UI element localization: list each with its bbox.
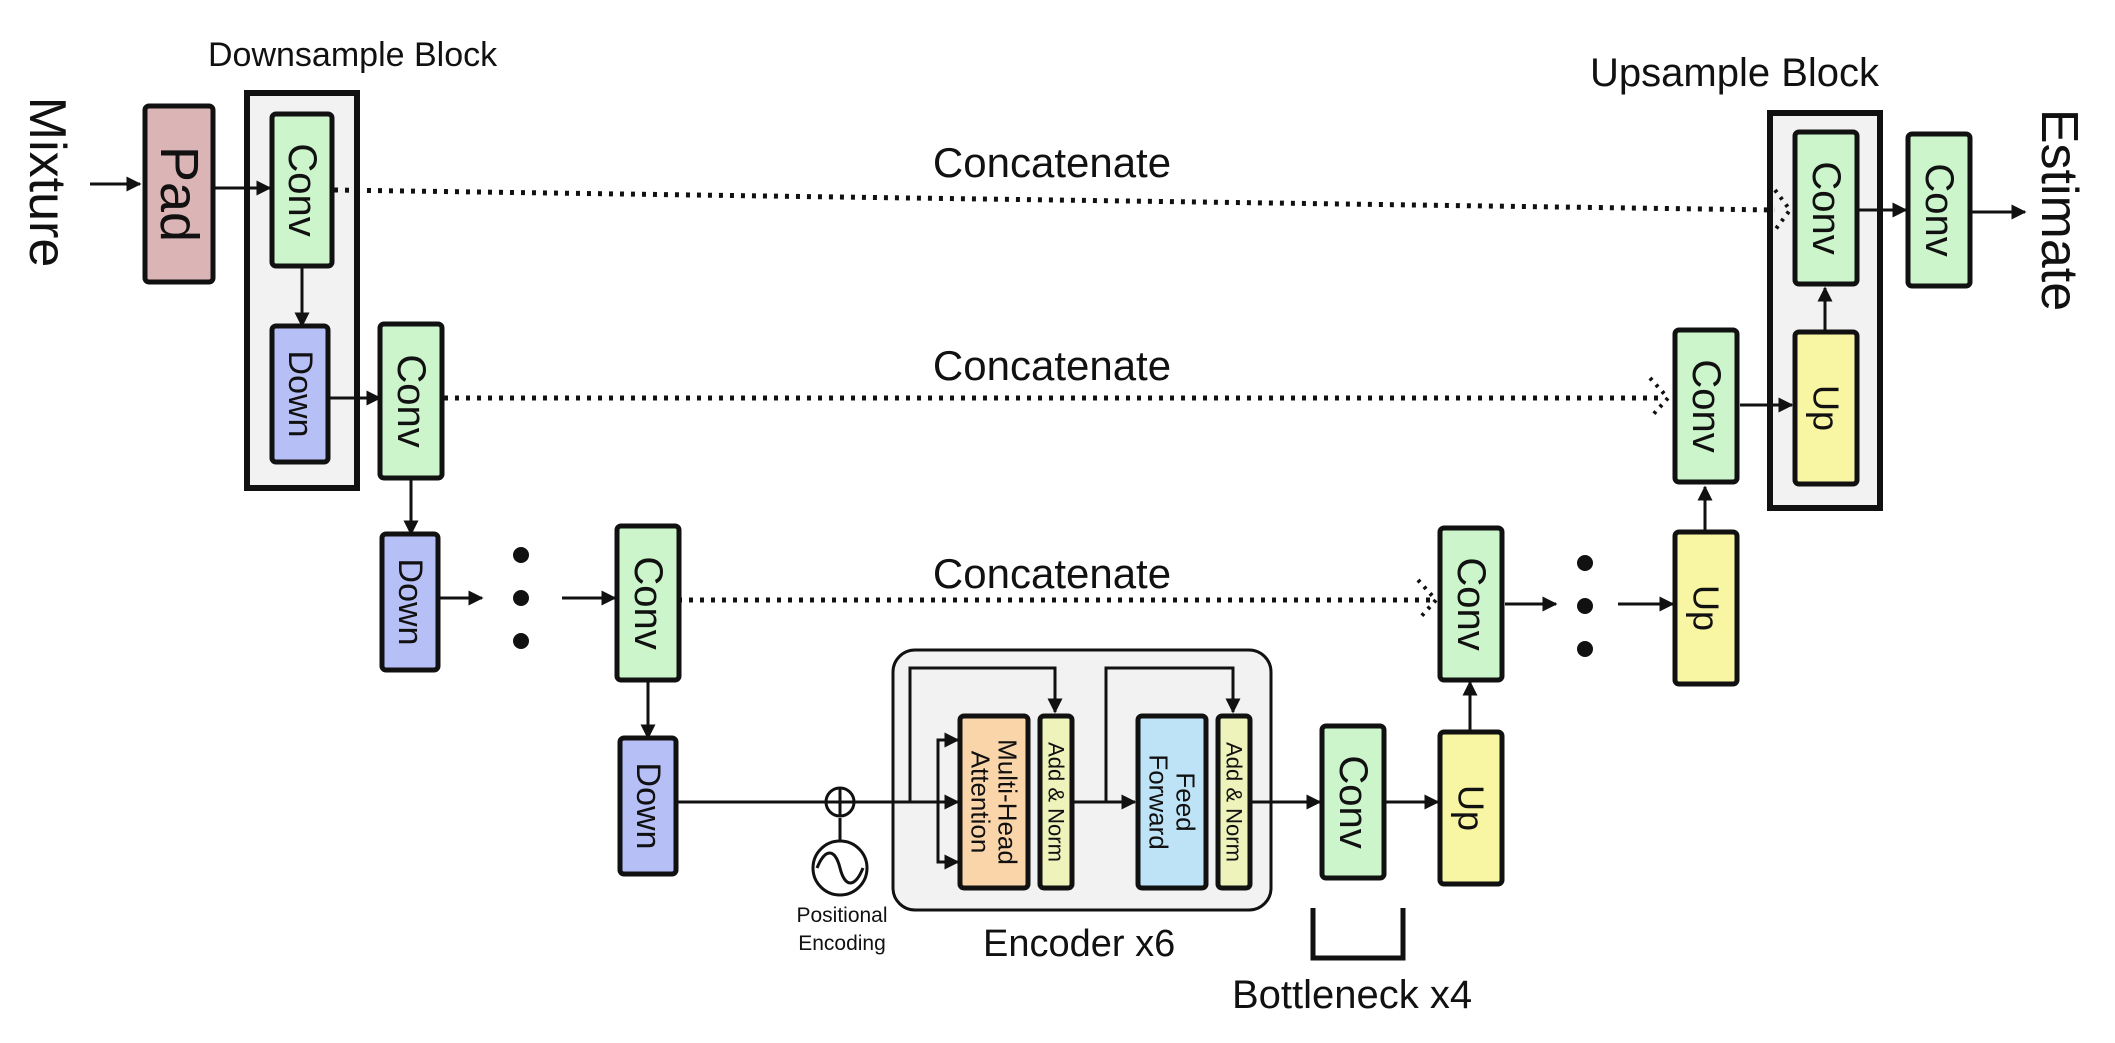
conv-block-up-3: Conv <box>1792 129 1860 287</box>
conv-block-down-2-label: Conv <box>389 354 433 447</box>
down-block-1-label: Down <box>281 351 319 438</box>
up-block-1-label: Up <box>1451 785 1492 831</box>
up-block-1: Up <box>1437 729 1505 887</box>
conv-block-up-1: Conv <box>1437 525 1505 683</box>
add-norm-block-2: Add & Norm <box>1215 713 1253 891</box>
feed-forward-block-label: Forward <box>1143 754 1173 849</box>
up-block-3: Up <box>1792 329 1860 487</box>
up-block-3-label: Up <box>1806 385 1847 431</box>
ellipsis-up <box>1577 555 1593 657</box>
conv-block-down-1-label: Conv <box>280 143 324 236</box>
pad-block: Pad <box>142 103 216 285</box>
skip-fan-middle <box>1648 376 1671 420</box>
pad-block-label: Pad <box>149 146 209 242</box>
conv-block-up-2: Conv <box>1672 327 1740 485</box>
conv-block-up-2-label: Conv <box>1684 359 1728 452</box>
concatenate-label-bottom: Concatenate <box>933 550 1171 597</box>
encoder-label: Encoder x6 <box>983 923 1175 965</box>
bottleneck-label: Bottleneck x4 <box>1232 973 1472 1017</box>
residual-skip-attention <box>908 666 1063 802</box>
conv-block-down-3-label: Conv <box>626 556 670 649</box>
up-block-2: Up <box>1672 529 1740 687</box>
positional-encoding-sum-icon <box>824 786 856 818</box>
up-block-2-label: Up <box>1686 585 1727 631</box>
downsample-block-label: Downsample Block <box>208 36 498 74</box>
conv-block-bottleneck-label: Conv <box>1331 755 1375 848</box>
conv-block-down-1: Conv <box>269 111 335 269</box>
input-label: Mixture <box>18 97 76 267</box>
skip-connection-top <box>333 187 1776 213</box>
down-block-2: Down <box>379 531 441 673</box>
conv-block-bottleneck: Conv <box>1319 723 1387 881</box>
down-block-3-label: Down <box>629 763 667 850</box>
conv-block-output-label: Conv <box>1917 163 1961 256</box>
ellipsis-down <box>513 547 529 649</box>
conv-block-output: Conv <box>1905 131 1973 289</box>
residual-in-attention <box>936 732 960 804</box>
concatenate-label-middle: Concatenate <box>933 342 1171 389</box>
add-norm-block-2-label: Add & Norm <box>1222 742 1247 862</box>
multi-head-attention-block-label: Attention <box>965 751 995 854</box>
output-label: Estimate <box>2030 109 2088 311</box>
residual-skip-feedforward <box>1104 666 1241 802</box>
positional-encoding-label-line2: Encoding <box>798 932 886 955</box>
residual-in-attention-lower <box>936 802 960 870</box>
down-block-3: Down <box>617 735 679 877</box>
add-norm-block-1-label: Add & Norm <box>1044 742 1069 862</box>
feed-forward-block-label: Feed <box>1171 772 1201 831</box>
encoder-frame <box>891 648 1273 912</box>
conv-block-up-1-label: Conv <box>1449 557 1493 650</box>
positional-encoding-sine-icon <box>811 839 869 897</box>
multi-head-attention-block-label: Multi-Head <box>993 739 1023 865</box>
add-norm-block-1: Add & Norm <box>1037 713 1075 891</box>
concatenate-label-top: Concatenate <box>933 139 1171 186</box>
down-block-1: Down <box>269 323 331 465</box>
conv-block-down-3: Conv <box>614 523 682 683</box>
down-block-2-label: Down <box>391 559 429 646</box>
conv-block-up-3-label: Conv <box>1804 161 1848 254</box>
positional-encoding-label-line1: Positional <box>796 904 887 927</box>
bottleneck-bracket <box>1310 908 1406 961</box>
upsample-block-label: Upsample Block <box>1590 51 1880 95</box>
conv-block-down-2: Conv <box>377 321 445 481</box>
